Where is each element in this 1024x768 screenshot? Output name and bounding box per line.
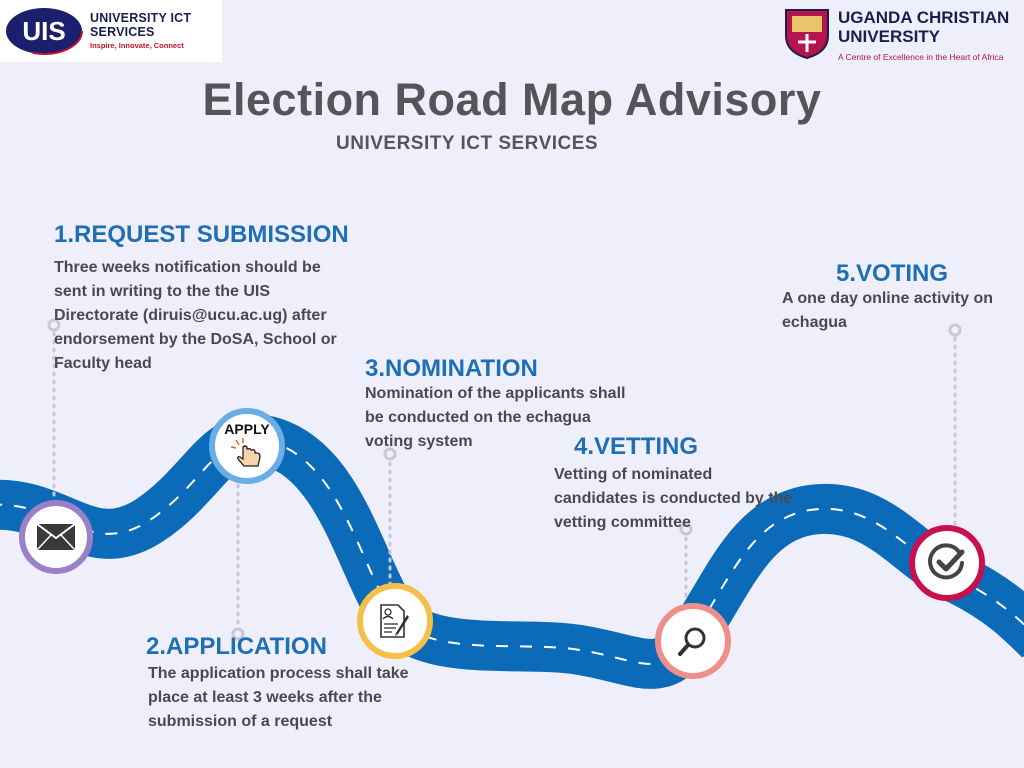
envelope-icon [36,523,76,551]
ucu-name-line2: UNIVERSITY [838,27,941,46]
connector-dot-step2 [231,627,245,641]
ucu-tagline: A Centre of Excellence in the Heart of A… [838,52,1004,62]
road [0,414,1024,689]
step2-description: The application process shall take place… [148,665,409,730]
ucu-logo: UGANDA CHRISTIAN UNIVERSITY A Centre of … [782,6,1024,68]
step2-title: 2.APPLICATION [146,633,327,660]
uis-logo-name-line2: SERVICES [90,25,155,39]
connector-dot-step1 [47,318,61,332]
apply-click-icon [230,438,261,467]
step2-node[interactable]: APPLY [209,408,285,484]
uis-logo-tagline: Inspire, Innovate, Connect [90,41,184,50]
uis-logo: UIS UNIVERSITY ICT SERVICES Inspire, Inn… [0,0,222,62]
page-title: Election Road Map Advisory [202,74,822,125]
uis-logo-mark-text: UIS [22,16,65,46]
step3-node[interactable] [357,583,433,659]
connector-dot-step3 [383,447,397,461]
step4-title: 4.VETTING [574,433,699,460]
step1-node[interactable] [19,500,93,574]
check-circle-icon [928,543,965,580]
step5-description: A one day online activity on echagua [782,290,993,331]
step3-description: Nomination of the applicants shall be co… [365,385,626,450]
step1-description: Three weeks notification should be sent … [54,259,337,372]
search-icon [678,627,706,656]
ucu-name: UGANDA CHRISTIAN UNIVERSITY [838,8,1009,46]
step1-title: 1.REQUEST SUBMISSION [54,221,349,248]
step5-title: 5.VOTING [836,260,949,287]
step5-node[interactable] [909,525,985,601]
document-sign-icon [380,604,409,638]
step4-description: Vetting of nominated candidates is condu… [554,466,793,531]
connector-dot-step4 [679,522,693,536]
step4-node[interactable] [655,603,731,679]
apply-label: APPLY [224,421,270,437]
page-subtitle: UNIVERSITY ICT SERVICES [336,133,599,154]
connector-dot-step5 [948,323,962,337]
ucu-name-line1: UGANDA CHRISTIAN [838,8,1010,27]
uis-logo-mark-icon: UIS [5,7,83,55]
uis-logo-name: UNIVERSITY ICT SERVICES [90,11,191,39]
step3-title: 3.NOMINATION [365,355,538,382]
ucu-crest-icon [785,9,829,60]
uis-logo-name-line1: UNIVERSITY ICT [90,11,192,25]
